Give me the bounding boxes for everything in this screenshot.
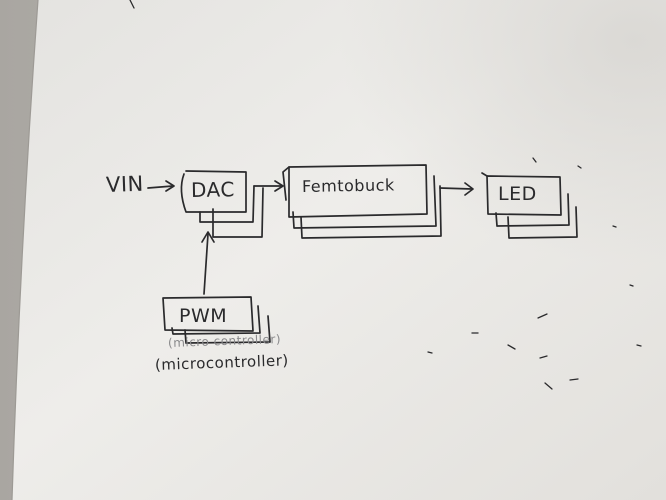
pwm-block <box>162 296 271 344</box>
femtobuck-block <box>282 164 442 239</box>
dac-block <box>180 170 264 238</box>
arrow-pwm-to-dac <box>201 231 215 295</box>
stray-pen-marks <box>129 0 642 390</box>
led-label: LED <box>498 183 537 205</box>
vin-label: VIN <box>105 171 145 197</box>
femtobuck-label: Femtobuck <box>301 175 395 196</box>
arrow-dac-to-femtobuck <box>253 180 284 192</box>
arrow-femtobuck-to-led <box>439 182 474 196</box>
led-block <box>481 172 578 239</box>
dac-label: DAC <box>190 177 236 202</box>
arrow-vin-to-dac <box>147 180 175 192</box>
pwm-label: PWM <box>179 305 228 327</box>
